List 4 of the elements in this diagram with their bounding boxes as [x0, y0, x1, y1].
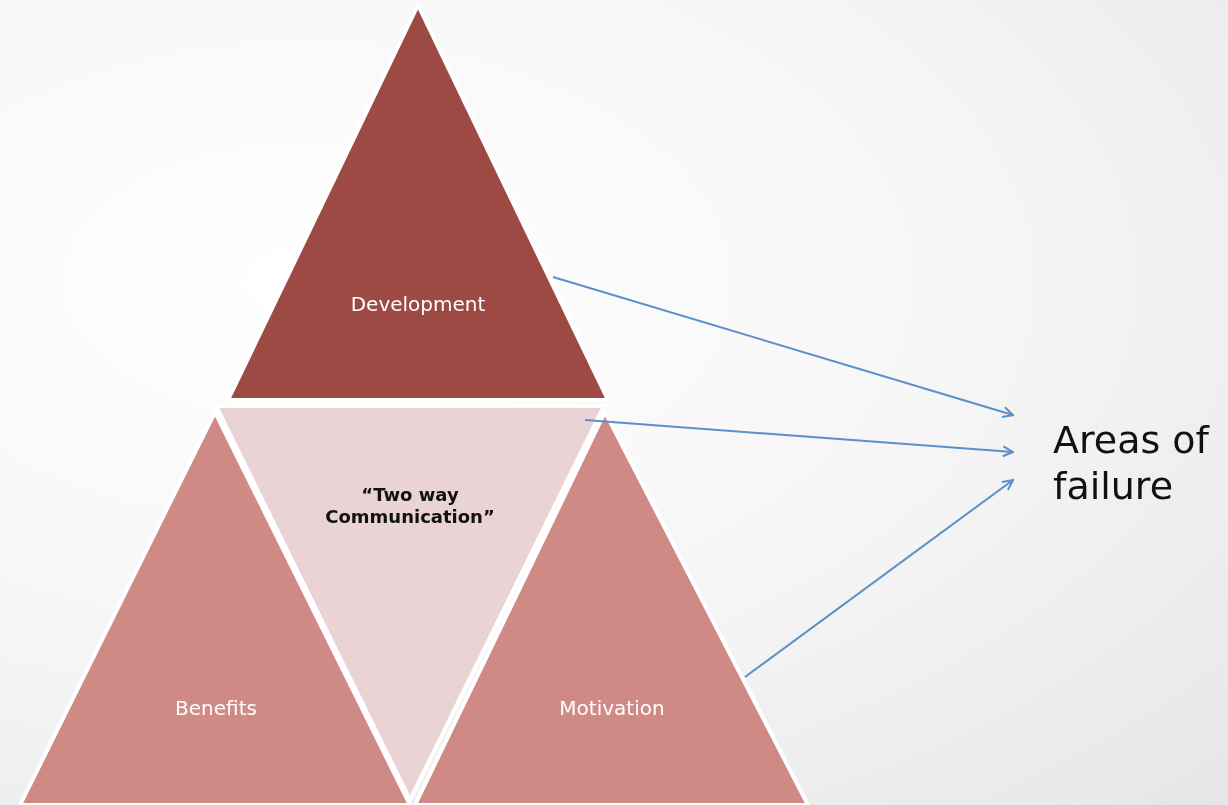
node-label: Areas of failure	[1053, 418, 1211, 510]
node-label: Benefits	[174, 696, 258, 720]
arrow	[552, 276, 1014, 418]
arrow	[744, 479, 1014, 678]
